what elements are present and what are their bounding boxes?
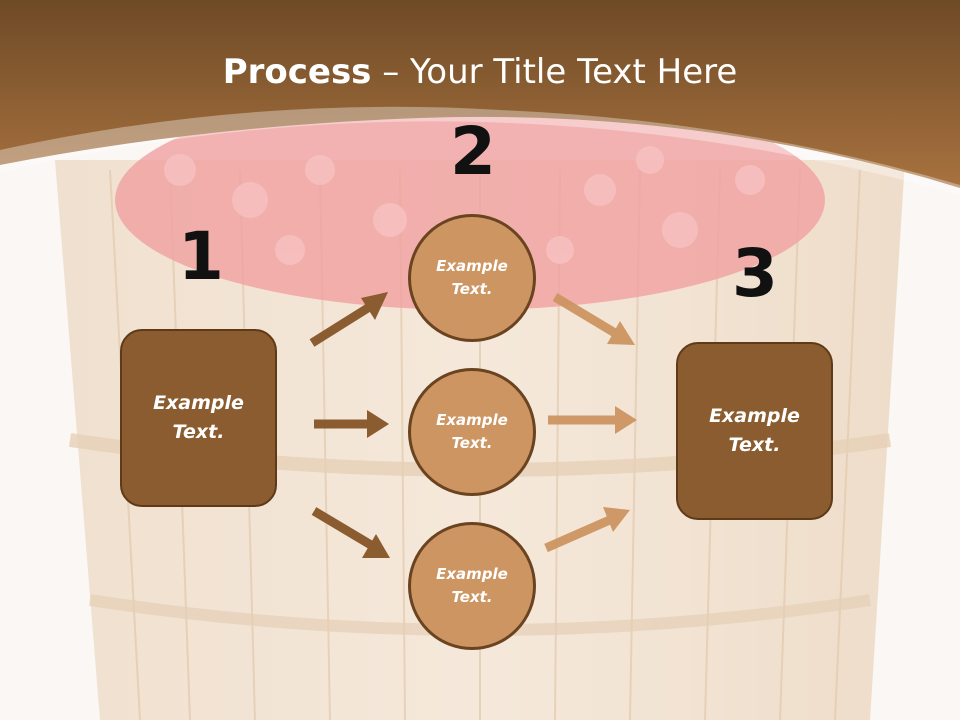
step-2-circle-top: Example Text. <box>408 214 536 342</box>
step-3-number: 3 <box>732 235 778 312</box>
title-rest: – Your Title Text Here <box>371 52 738 92</box>
slide-title: Process – Your Title Text Here <box>0 52 960 92</box>
step-2-circle-bottom: Example Text. <box>408 522 536 650</box>
title-bold: Process <box>222 52 372 92</box>
step-1-number: 1 <box>178 218 224 295</box>
step-2-text-top: Example Text. <box>436 257 508 298</box>
step-2-number: 2 <box>450 113 496 190</box>
step-2-text-bottom: Example Text. <box>436 565 508 606</box>
step-1-box: Example Text. <box>120 329 277 507</box>
step-2-circle-middle: Example Text. <box>408 368 536 496</box>
step-2-text-middle: Example Text. <box>436 411 508 452</box>
step-3-text: Example Text. <box>709 405 800 456</box>
step-3-box: Example Text. <box>676 342 833 520</box>
step-1-text: Example Text. <box>153 392 244 443</box>
